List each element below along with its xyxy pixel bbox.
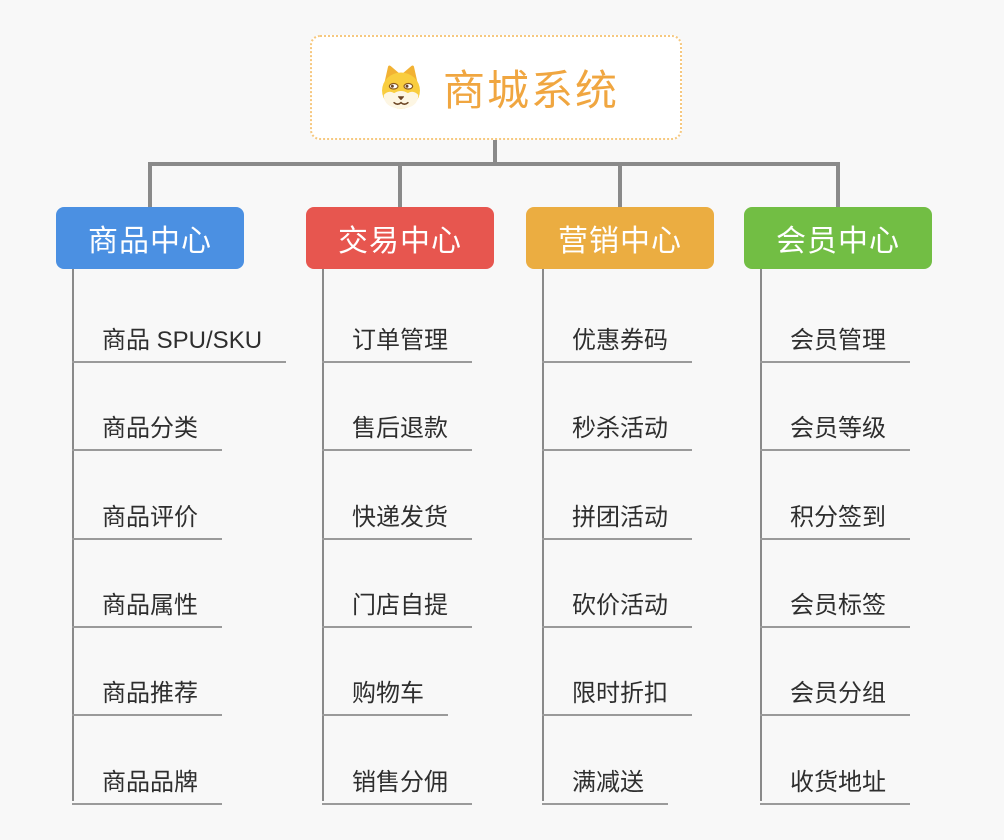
leaf-node[interactable]: 商品 SPU/SKU <box>72 315 287 363</box>
branch-node-member[interactable]: 会员中心 <box>744 207 932 269</box>
leaf-node[interactable]: 商品评价 <box>72 492 222 540</box>
connector-root-stub <box>493 140 497 164</box>
leaf-node[interactable]: 积分签到 <box>760 492 910 540</box>
connector-column-line <box>760 269 762 801</box>
leaf-node[interactable]: 收货地址 <box>760 757 910 805</box>
leaf-node[interactable]: 会员等级 <box>760 403 910 451</box>
branch-label: 会员中心 <box>776 225 900 258</box>
root-title: 商城系统 <box>442 67 619 114</box>
root-node[interactable]: 商城系统 <box>310 35 682 140</box>
leaf-node[interactable]: 商品属性 <box>72 580 222 628</box>
leaf-node[interactable]: 优惠券码 <box>542 315 692 363</box>
leaf-node[interactable]: 会员标签 <box>760 580 910 628</box>
connector-column-line <box>542 269 544 801</box>
connector-drop <box>836 162 840 208</box>
branch-label: 营销中心 <box>558 225 682 258</box>
leaf-node[interactable]: 拼团活动 <box>542 492 692 540</box>
leaf-node[interactable]: 商品推荐 <box>72 668 222 716</box>
leaf-node[interactable]: 订单管理 <box>322 315 472 363</box>
leaf-node[interactable]: 购物车 <box>322 668 448 716</box>
branch-label: 商品中心 <box>88 225 212 258</box>
leaf-node[interactable]: 门店自提 <box>322 580 472 628</box>
branch-label: 交易中心 <box>338 225 462 258</box>
leaf-node[interactable]: 秒杀活动 <box>542 403 692 451</box>
dog-face-icon <box>382 64 420 109</box>
connector-drop <box>148 162 152 208</box>
leaf-node[interactable]: 销售分佣 <box>322 757 472 805</box>
leaf-node[interactable]: 会员分组 <box>760 668 910 716</box>
leaf-node[interactable]: 商品品牌 <box>72 757 222 805</box>
connector-drop <box>618 162 622 208</box>
leaf-node[interactable]: 商品分类 <box>72 403 222 451</box>
connector-horizontal <box>148 162 840 166</box>
leaf-node[interactable]: 售后退款 <box>322 403 472 451</box>
connector-column-line <box>322 269 324 801</box>
branch-node-marketing[interactable]: 营销中心 <box>526 207 714 269</box>
leaf-node[interactable]: 会员管理 <box>760 315 910 363</box>
leaf-node[interactable]: 限时折扣 <box>542 668 692 716</box>
branch-node-goods[interactable]: 商品中心 <box>56 207 244 269</box>
connector-column-line <box>72 269 74 801</box>
leaf-node[interactable]: 快递发货 <box>322 492 472 540</box>
branch-node-trade[interactable]: 交易中心 <box>306 207 494 269</box>
connector-drop <box>398 162 402 208</box>
leaf-node[interactable]: 砍价活动 <box>542 580 692 628</box>
leaf-node[interactable]: 满减送 <box>542 757 668 805</box>
